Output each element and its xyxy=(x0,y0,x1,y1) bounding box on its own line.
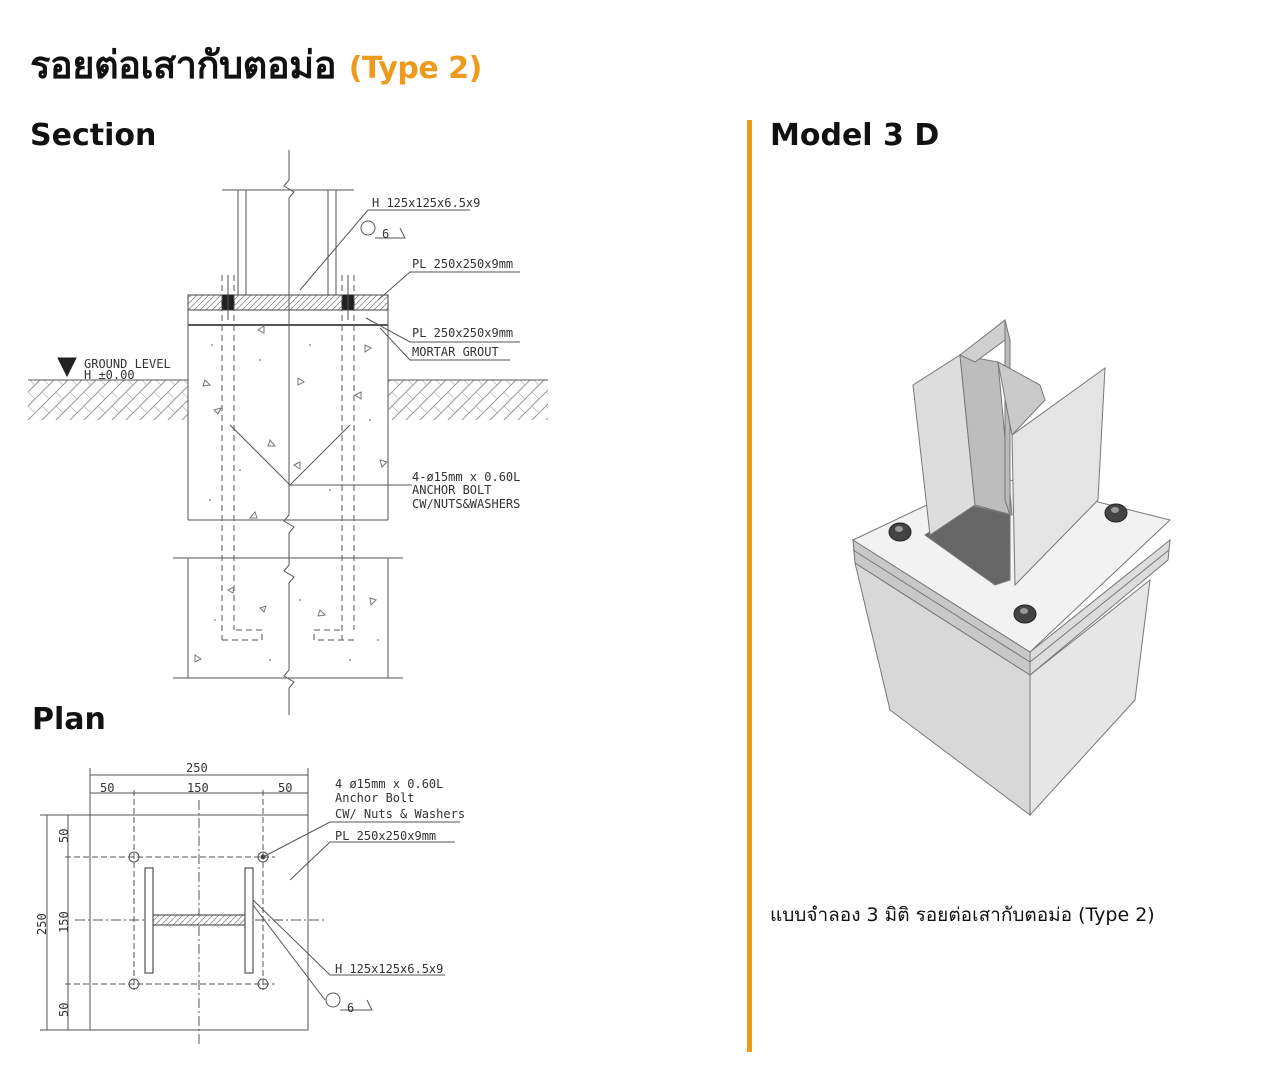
plan-vdim-mid: 150 xyxy=(57,911,71,933)
section-labels: GROUND LEVEL H ±0.00 H 125x125x6.5x9 6 P… xyxy=(84,196,520,511)
plan-dim-total: 250 xyxy=(186,761,208,775)
model-caption: แบบจำลอง 3 มิติ รอยต่อเสากับตอม่อ (Type … xyxy=(770,904,1155,926)
plan-bolt-line2: Anchor Bolt xyxy=(335,791,414,805)
section-plate-bottom: PL 250x250x9mm xyxy=(412,326,513,340)
title-type: (Type 2) xyxy=(348,51,483,86)
plan-vdim-bottom: 50 xyxy=(57,1003,71,1017)
section-bolt-line3: CW/NUTS&WASHERS xyxy=(412,497,520,511)
anchor-bolts xyxy=(888,503,1128,624)
soil-right xyxy=(388,380,548,420)
plan-bolt xyxy=(257,851,269,863)
section-heading: Section xyxy=(30,118,157,153)
column-web xyxy=(959,354,1013,516)
ground-level-value: H ±0.00 xyxy=(84,368,135,382)
divider-line xyxy=(747,120,752,1052)
plan-dim-right: 50 xyxy=(278,781,292,795)
plan-dim-mid: 150 xyxy=(187,781,209,795)
plan-bolt-line3: CW/ Nuts & Washers xyxy=(335,807,465,821)
plan-vdim-top: 50 xyxy=(57,829,71,843)
plan-labels: 250 50 150 50 250 50 150 50 4 ø15mm x 0.… xyxy=(35,761,465,1017)
plan-vdim-total: 250 xyxy=(35,913,49,935)
ground-level-icon xyxy=(57,357,77,378)
section-grout: MORTAR GROUT xyxy=(412,345,499,359)
soil-left xyxy=(28,380,188,420)
section-bolt-line1: 4-ø15mm x 0.60L xyxy=(412,470,520,484)
model-3d-image xyxy=(851,318,1172,817)
plan-dim-left: 50 xyxy=(100,781,114,795)
column-flange-right xyxy=(1011,366,1106,587)
pedestal-right-face xyxy=(1029,578,1151,817)
section-drawing xyxy=(28,150,548,715)
plan-drawing xyxy=(40,768,460,1045)
section-base-plate xyxy=(187,294,389,311)
plan-weld-size: 6 xyxy=(347,1001,354,1015)
section-weld-size: 6 xyxy=(382,227,389,241)
plan-plate-label: PL 250x250x9mm xyxy=(335,829,436,843)
model-heading: Model 3 D xyxy=(770,118,940,153)
section-bolt-line2: ANCHOR BOLT xyxy=(412,483,491,497)
plan-column-label: H 125x125x6.5x9 xyxy=(335,962,443,976)
ground-level-label: GROUND LEVEL xyxy=(84,357,171,371)
title-main: รอยต่อเสากับตอม่อ xyxy=(30,43,337,87)
plan-bolt-line1: 4 ø15mm x 0.60L xyxy=(335,777,443,791)
plan-bolt xyxy=(257,978,269,990)
section-plate-top: PL 250x250x9mm xyxy=(412,257,513,271)
plan-bolt xyxy=(128,851,140,863)
section-column-label: H 125x125x6.5x9 xyxy=(372,196,480,210)
plan-bolt xyxy=(128,978,140,990)
plan-heading: Plan xyxy=(32,702,106,737)
page-title: รอยต่อเสากับตอม่อ (Type 2) xyxy=(30,34,482,95)
